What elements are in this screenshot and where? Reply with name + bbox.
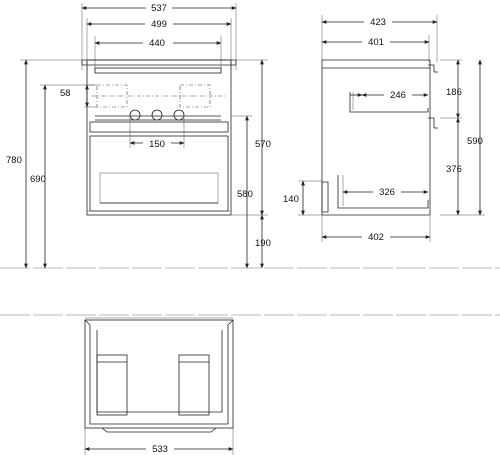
dim-total-width: 537 (81, 1, 237, 14)
upper-drawer-profile (349, 92, 429, 113)
dim-186: 186 (446, 87, 462, 98)
dim-537: 537 (151, 3, 167, 14)
upper-drawer (89, 121, 229, 133)
siphon-box-left (96, 354, 128, 416)
dim-499: 499 (151, 19, 167, 30)
wall-bracket-top (428, 64, 438, 73)
dim-190: 190 (255, 238, 271, 249)
dim-440: 440 (149, 38, 165, 49)
dim-580: 580 (237, 189, 253, 200)
top-view: 533 (84, 317, 234, 455)
basin-outline (96, 330, 223, 413)
lower-drawer-front (321, 181, 329, 213)
top-inner-frame (84, 319, 234, 425)
dim-590: 590 (467, 136, 483, 147)
front-view: 537 499 440 (6, 1, 271, 269)
top-outline (84, 319, 234, 429)
dim-246: 246 (390, 90, 406, 101)
side-view: 423 401 246 326 140 (283, 15, 485, 243)
dim-150: 150 (149, 139, 165, 150)
dim-780: 780 (6, 155, 22, 166)
basin-rim (94, 67, 222, 74)
dim-326: 326 (379, 187, 395, 198)
lower-drawer-profile (337, 175, 429, 209)
dim-drawer-inner-width: 440 (94, 36, 222, 49)
dim-58: 58 (60, 88, 71, 99)
dim-140: 140 (283, 194, 299, 205)
dim-402: 402 (368, 232, 384, 243)
siphon-opening-left (96, 84, 128, 108)
dim-533: 533 (152, 444, 168, 455)
dim-570: 570 (255, 139, 271, 150)
siphon-box-right (178, 354, 210, 416)
dim-401: 401 (368, 37, 384, 48)
dim-cabinet-width: 499 (86, 17, 232, 30)
tap-left (129, 109, 141, 121)
handle (101, 427, 217, 433)
dim-690: 690 (30, 174, 46, 185)
wall-bracket-bottom (428, 117, 438, 129)
lower-drawer-inner (99, 172, 219, 204)
tap-right (173, 109, 185, 121)
tap-center (151, 109, 163, 121)
dim-376: 376 (446, 164, 462, 175)
dim-423: 423 (370, 17, 386, 28)
